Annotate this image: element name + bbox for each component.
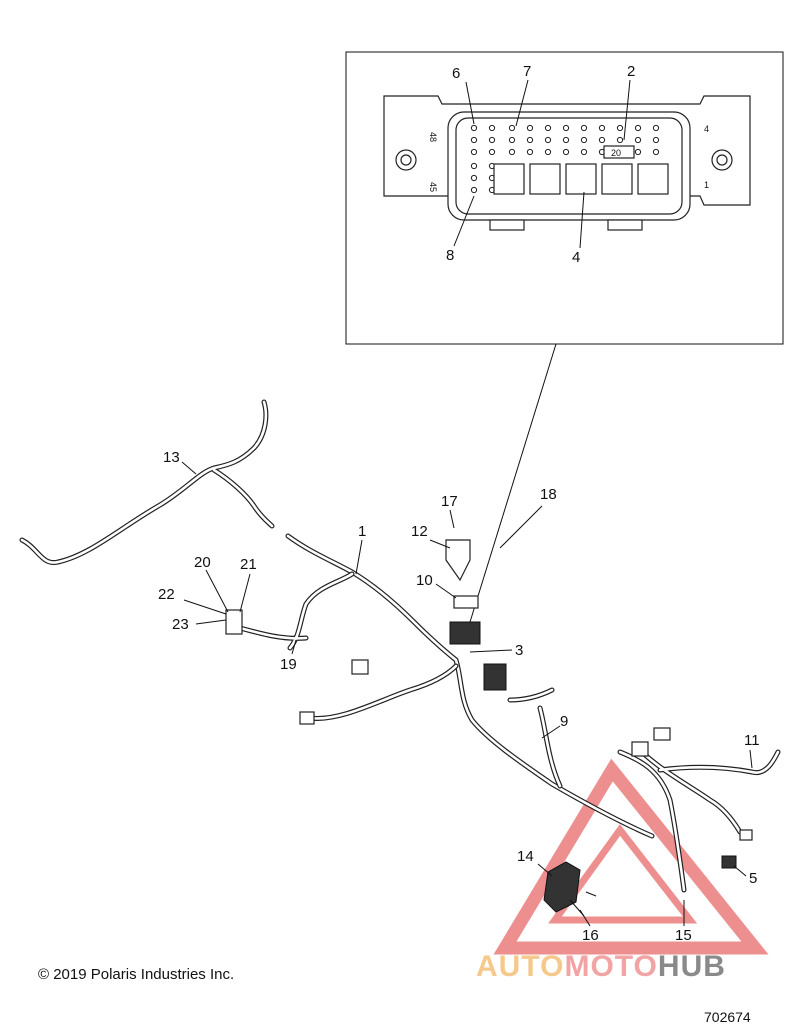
pin-9-2 <box>634 148 642 156</box>
pin-6-1 <box>580 136 588 144</box>
cavity-20 <box>603 145 635 159</box>
callout-7: 7 <box>523 63 531 80</box>
callout-1: 1 <box>358 523 366 540</box>
callout-2: 2 <box>627 63 635 80</box>
pin-0-5 <box>470 186 478 194</box>
pin-9-1 <box>634 136 642 144</box>
connector-3 <box>483 663 507 691</box>
pin-grid <box>470 124 660 194</box>
callout-11: 11 <box>744 732 760 749</box>
module-14 <box>543 861 581 913</box>
pin-2-1 <box>508 136 516 144</box>
pin-4-2 <box>544 148 552 156</box>
pin-9-0 <box>634 124 642 132</box>
callout-22: 22 <box>158 586 175 603</box>
pin-1-0 <box>488 124 496 132</box>
part-5 <box>721 855 737 869</box>
pin-0-1 <box>470 136 478 144</box>
watermark-moto: MOTO <box>564 950 658 983</box>
pin-8-0 <box>616 124 624 132</box>
callout-14: 14 <box>517 848 534 865</box>
callout-10: 10 <box>416 572 433 589</box>
pin-5-0 <box>562 124 570 132</box>
callout-12: 12 <box>411 523 428 540</box>
callout-15: 15 <box>675 927 692 944</box>
pin-5-2 <box>562 148 570 156</box>
callout-8: 8 <box>446 247 454 264</box>
pin-0-4 <box>470 174 478 182</box>
watermark-auto: AUTO <box>476 950 565 983</box>
pin-number-4: 4 <box>704 124 709 134</box>
callout-3: 3 <box>515 642 523 659</box>
watermark-logo-icon <box>493 758 769 955</box>
cavity-label: 20 <box>611 148 621 158</box>
pin-number-45: 45 <box>428 182 438 192</box>
pin-10-0 <box>652 124 660 132</box>
pin-4-1 <box>544 136 552 144</box>
callout-9: 9 <box>560 713 568 730</box>
pin-10-1 <box>652 136 660 144</box>
pin-4-0 <box>544 124 552 132</box>
callout-6: 6 <box>452 65 460 82</box>
ecu-connector <box>449 621 481 645</box>
pin-5-1 <box>562 136 570 144</box>
callout-19: 19 <box>280 656 297 673</box>
main-harness <box>19 399 781 917</box>
pin-7-0 <box>598 124 606 132</box>
callout-5: 5 <box>749 870 757 887</box>
pin-0-2 <box>470 148 478 156</box>
pin-7-1 <box>598 136 606 144</box>
callout-16: 16 <box>582 927 599 944</box>
watermark-hub: HUB <box>657 950 726 983</box>
pin-0-3 <box>470 162 478 170</box>
pin-2-2 <box>508 148 516 156</box>
callout-20: 20 <box>194 554 211 571</box>
callout-23: 23 <box>172 616 189 633</box>
pin-10-2 <box>652 148 660 156</box>
pin-3-1 <box>526 136 534 144</box>
pin-1-2 <box>488 148 496 156</box>
callouts: 1 13 17 18 12 10 3 9 11 5 14 16 15 20 21… <box>158 449 760 944</box>
pin-8-1 <box>616 136 624 144</box>
callout-21: 21 <box>240 556 257 573</box>
copyright-notice: © 2019 Polaris Industries Inc. <box>38 966 235 983</box>
pin-number-1: 1 <box>704 180 709 190</box>
pin-number-48: 48 <box>428 132 438 142</box>
relay-block-10 <box>453 595 479 609</box>
connector-20 <box>225 609 243 635</box>
pin-2-0 <box>508 124 516 132</box>
callout-17: 17 <box>441 493 458 510</box>
pin-3-0 <box>526 124 534 132</box>
watermark-text: AUTOMOTOHUB <box>476 950 726 984</box>
callout-13: 13 <box>163 449 180 466</box>
pin-0-0 <box>470 124 478 132</box>
callout-18: 18 <box>540 486 557 503</box>
pin-3-2 <box>526 148 534 156</box>
connector-detail-inset: 20 48 45 4 1 6 7 2 8 4 <box>345 51 784 345</box>
pin-1-1 <box>488 136 496 144</box>
callout-4: 4 <box>572 249 580 266</box>
drawing-number: 702674 <box>704 1009 751 1025</box>
pin-6-0 <box>580 124 588 132</box>
inset-leader-line <box>469 343 557 623</box>
pin-6-2 <box>580 148 588 156</box>
bracket-12 <box>445 539 471 582</box>
